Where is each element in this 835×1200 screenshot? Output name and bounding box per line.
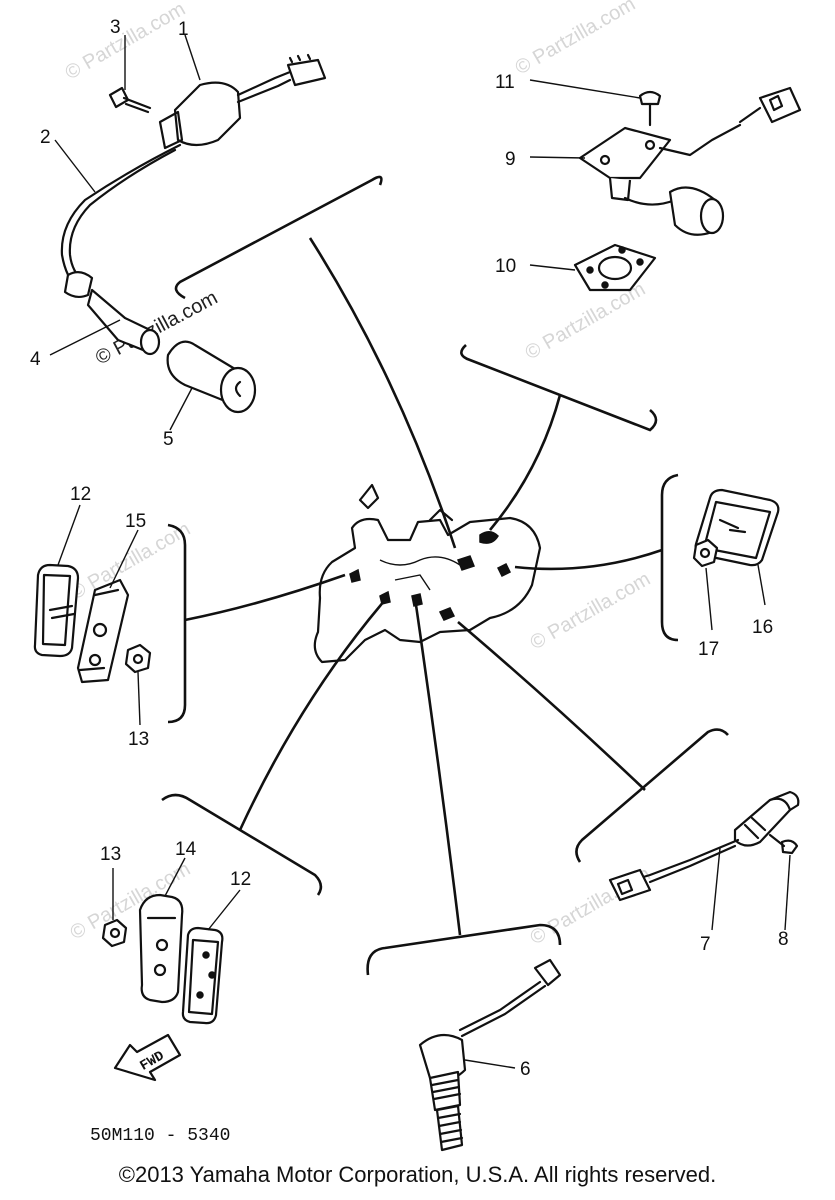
label-part-8: 8 — [778, 929, 789, 950]
label-part-15: 15 — [125, 511, 146, 532]
label-part-11: 11 — [495, 72, 515, 93]
part-12-reflector-left — [33, 563, 80, 658]
part-7-switch — [608, 790, 800, 902]
part-6-switch — [418, 958, 562, 1152]
part-12-reflector-bottom — [181, 926, 224, 1025]
label-part-12-left: 12 — [70, 484, 91, 505]
line-bottom-right — [457, 621, 646, 791]
watermark: © Partzilla.com — [512, 0, 640, 79]
part-11-screw — [638, 90, 662, 127]
label-part-6: 6 — [520, 1059, 531, 1080]
label-part-13-left: 13 — [128, 729, 149, 750]
bracket-top-left — [174, 175, 383, 300]
line-left — [184, 573, 346, 622]
label-part-1: 1 — [178, 19, 189, 40]
label-part-10: 10 — [495, 256, 516, 277]
label-part-13-bottom: 13 — [100, 844, 121, 865]
label-part-3: 3 — [110, 17, 121, 38]
label-part-2: 2 — [40, 127, 51, 148]
line-bottom-left — [238, 599, 386, 831]
bracket-bottom-left — [161, 793, 323, 896]
label-part-16: 16 — [752, 617, 773, 638]
watermark: © Partzilla.com — [527, 568, 655, 654]
diagram-code: 50M110 - 5340 — [90, 1126, 230, 1146]
part-4-grommet — [63, 271, 161, 356]
line-top-left — [308, 237, 457, 549]
fwd-arrow: FWD — [113, 1033, 182, 1082]
label-part-17: 17 — [698, 639, 719, 660]
bracket-top-right — [460, 344, 658, 432]
line-top-right — [489, 394, 562, 531]
bracket-right — [660, 473, 679, 642]
parts-diagram: © Partzilla.com © Partzilla.com © Partzi… — [30, 0, 802, 1152]
line-right — [514, 548, 663, 571]
motorcycle-outline — [313, 483, 542, 664]
part-15-reflector-housing — [76, 578, 130, 684]
label-part-9: 9 — [505, 149, 516, 170]
bracket-bottom-center — [366, 923, 562, 976]
callout-leaders — [49, 34, 791, 1069]
line-bottom-center — [413, 597, 462, 936]
part-8-screw — [768, 833, 799, 855]
part-2-cable — [60, 143, 182, 290]
part-14-reflector-housing — [138, 893, 184, 1004]
part-13-nut-left — [124, 643, 152, 674]
part-10-gasket — [573, 243, 657, 292]
label-part-7: 7 — [700, 934, 711, 955]
part-9-fuel-sender — [578, 86, 802, 236]
label-part-14: 14 — [175, 839, 197, 860]
label-part-4: 4 — [30, 349, 41, 370]
label-part-5: 5 — [163, 429, 174, 450]
part-5-cap — [166, 340, 257, 414]
label-part-12-bottom: 12 — [230, 869, 251, 890]
watermarks: © Partzilla.com © Partzilla.com © Partzi… — [62, 0, 655, 949]
bracket-left — [167, 523, 187, 724]
part-3-screw — [108, 86, 152, 114]
part-labels: 3 1 2 4 5 11 9 10 12 15 13 17 16 7 8 6 1… — [30, 17, 789, 1080]
copyright-notice: ©2013 Yamaha Motor Corporation, U.S.A. A… — [118, 1162, 717, 1187]
bracket-bottom-right — [575, 728, 729, 863]
part-17-nut-right — [692, 538, 719, 568]
part-1-sender — [158, 53, 327, 150]
part-13-nut-bottom — [101, 918, 128, 948]
